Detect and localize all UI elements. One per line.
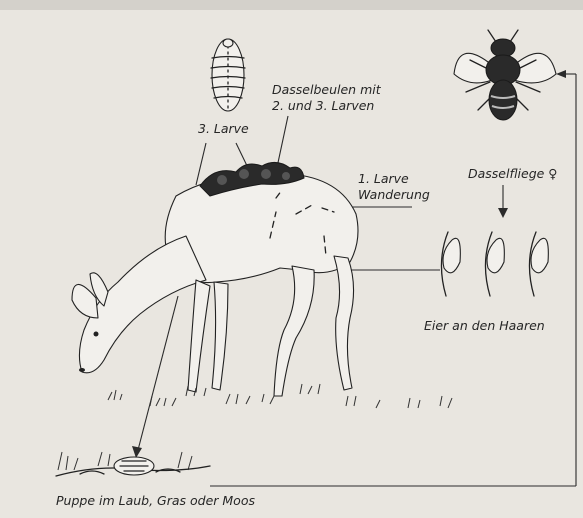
label-warble-fly: Dasselfliege ♀: [468, 166, 557, 181]
label-larva-1-line1: 1. Larve: [358, 171, 409, 186]
label-warbles-line2: 2. und 3. Larven: [272, 98, 374, 113]
label-eggs-on-hairs: Eier an den Haaren: [424, 318, 545, 333]
larva-3-illustration: [211, 39, 245, 111]
label-larva-3: 3. Larve: [198, 121, 249, 136]
page-top-edge: [0, 0, 583, 10]
label-larva-1-line2: Wanderung: [358, 187, 430, 202]
label-warbles-line1: Dasselbeulen mit: [272, 82, 382, 97]
label-pupa: Puppe im Laub, Gras oder Moos: [56, 493, 255, 508]
